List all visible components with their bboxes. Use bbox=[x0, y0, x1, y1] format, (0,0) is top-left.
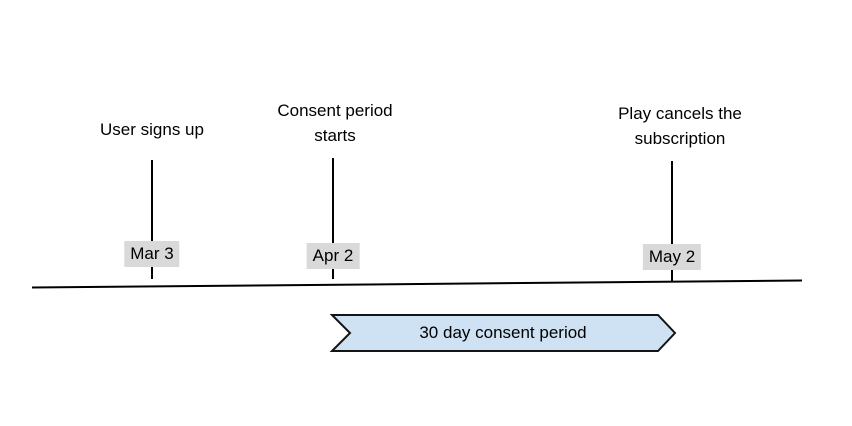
consent-period-banner-label: 30 day consent period bbox=[419, 323, 587, 342]
event-title-play-cancels-subscription: Play cancels the subscription bbox=[618, 104, 742, 148]
date-label-apr2: Apr 2 bbox=[306, 243, 360, 269]
date-label-may2: May 2 bbox=[642, 244, 702, 270]
timeline-axis-line bbox=[31, 279, 803, 289]
date-label-mar3: Mar 3 bbox=[124, 241, 180, 267]
event-title-consent-period-starts: Consent period starts bbox=[277, 101, 393, 145]
event-title-user-signs-up: User signs up bbox=[100, 120, 204, 139]
